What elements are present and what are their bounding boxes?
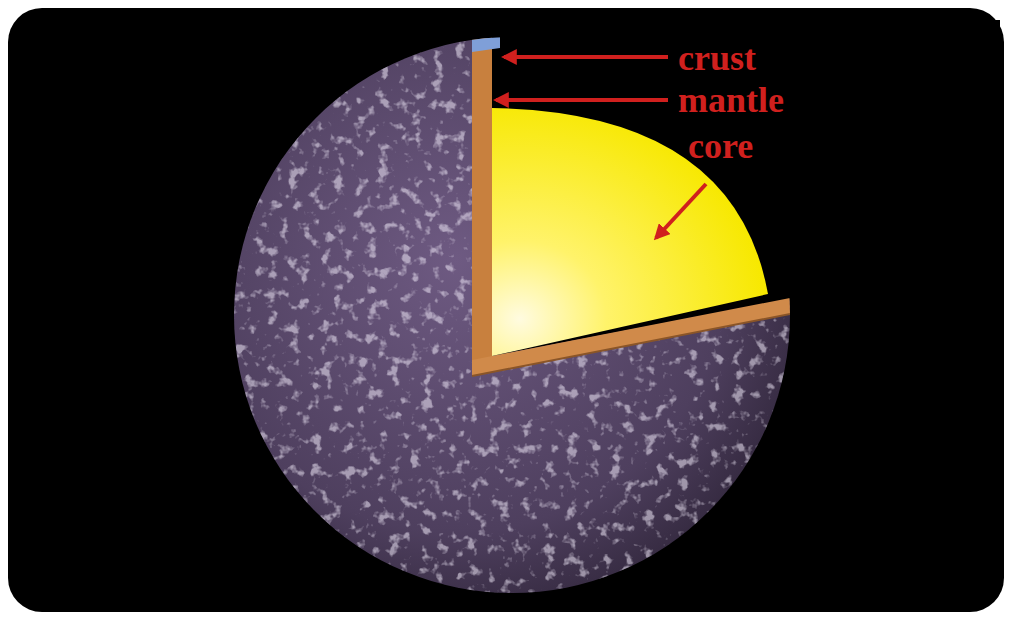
leader-arrow [656,184,706,238]
leader-arrow [504,55,668,59]
leader-arrow [496,98,668,102]
part-name: crust [678,40,756,76]
part-name: core [688,128,753,164]
part-name: mantle [678,82,784,118]
